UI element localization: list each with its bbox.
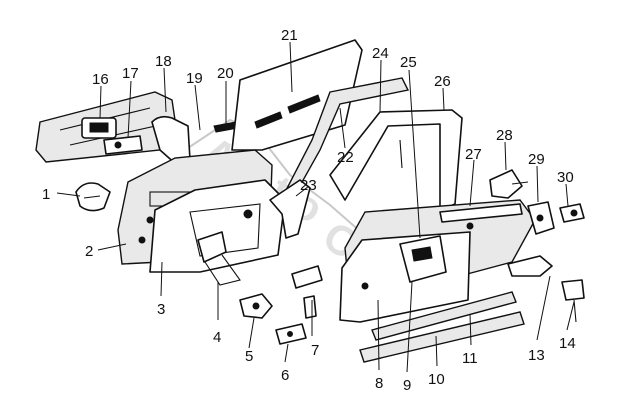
callout-27: 27 — [465, 146, 482, 163]
callout-26: 26 — [434, 73, 451, 90]
callout-30: 30 — [557, 169, 574, 186]
part-29-striker — [527, 201, 555, 235]
leader-lines — [56, 41, 575, 373]
part-7-hinge-pair — [291, 265, 323, 319]
part-30-lock-cylinder — [559, 203, 585, 223]
callout-1: 1 — [42, 186, 50, 203]
callout-2: 2 — [85, 243, 93, 260]
part-6-hinge — [275, 323, 307, 345]
part-23-regulator-arm — [269, 179, 311, 239]
part-11-molding — [371, 291, 517, 341]
callout-4: 4 — [213, 329, 221, 346]
part-17-clip — [103, 135, 143, 155]
callout-labels: 1 2 3 4 5 6 7 8 9 10 11 13 14 16 17 18 1… — [42, 27, 576, 394]
part-28-lock-knob — [489, 169, 529, 199]
callout-21: 21 — [281, 27, 298, 44]
callout-10: 10 — [428, 371, 445, 388]
callout-29: 29 — [528, 151, 545, 168]
callout-23: 23 — [300, 177, 317, 194]
callout-20: 20 — [217, 65, 234, 82]
part-10-molding — [359, 311, 525, 363]
callout-9: 9 — [403, 377, 411, 394]
part-4-regulator-rod — [197, 231, 241, 286]
callout-13: 13 — [528, 347, 545, 364]
callout-18: 18 — [155, 53, 172, 70]
callout-25: 25 — [400, 54, 417, 71]
part-27-belt-molding — [439, 203, 523, 223]
callout-22: 22 — [337, 149, 354, 166]
callout-8: 8 — [375, 375, 383, 392]
part-16-handle-bezel — [81, 117, 117, 139]
part-13-outside-handle — [507, 255, 553, 277]
callout-6: 6 — [281, 367, 289, 384]
part-1-inside-handle — [75, 182, 111, 212]
callout-16: 16 — [92, 71, 109, 88]
callout-28: 28 — [496, 127, 513, 144]
callout-5: 5 — [245, 348, 253, 365]
callout-17: 17 — [122, 65, 139, 82]
part-25-latch — [399, 235, 447, 283]
callout-19: 19 — [186, 70, 203, 87]
callout-7: 7 — [311, 342, 319, 359]
callout-3: 3 — [157, 301, 165, 318]
part-5-lock-mechanism — [239, 293, 273, 319]
callout-14: 14 — [559, 335, 576, 352]
callout-24: 24 — [372, 45, 389, 62]
part-14-key-cylinder — [561, 279, 585, 323]
callout-11: 11 — [462, 350, 478, 367]
